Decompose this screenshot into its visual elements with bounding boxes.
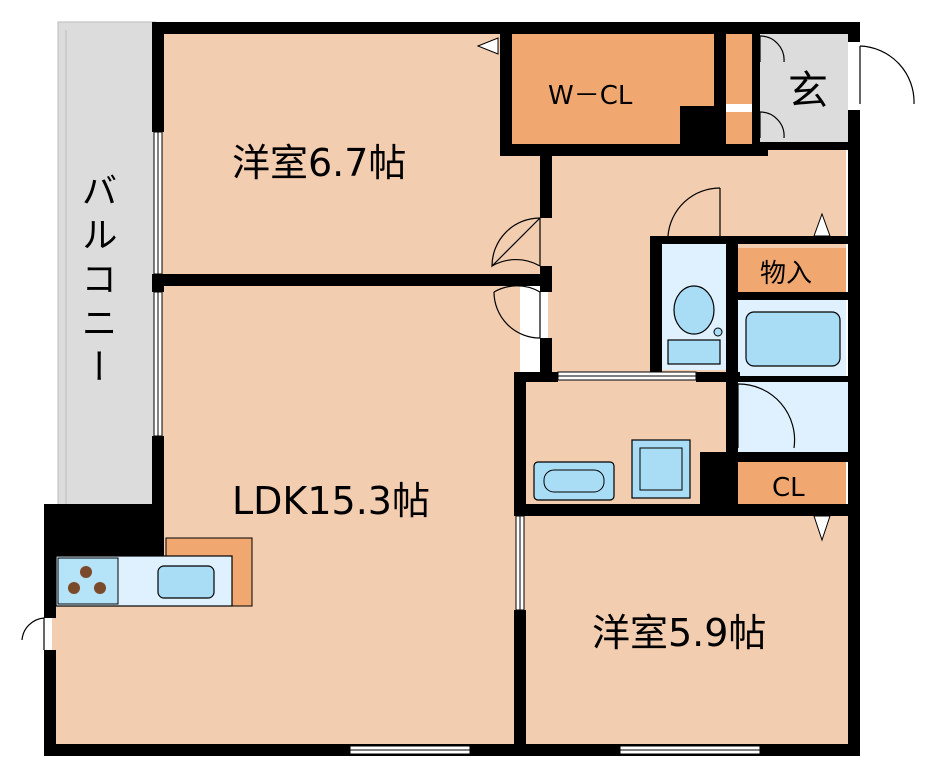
bottom-windows [349, 745, 761, 755]
closet-label: CL [772, 473, 805, 503]
stove [57, 557, 119, 605]
toilet-tank [667, 339, 721, 365]
washroom-sliding-door [557, 371, 697, 381]
doors [21, 35, 915, 650]
western-room-1-floor [158, 30, 548, 280]
balcony-windows [153, 131, 163, 437]
walk-in-closet-label: W－CL [548, 81, 633, 111]
balcony [57, 21, 157, 513]
storage-label: 物入 [760, 259, 812, 289]
ldk-floor [158, 280, 520, 750]
kitchen-sink [157, 565, 215, 599]
western-room-1-label: 洋室6.7帖 [232, 141, 406, 185]
entrance [758, 30, 848, 146]
wash-area [730, 376, 848, 452]
entrance-label: 玄 [788, 68, 828, 114]
balcony-label: バルコニー [76, 172, 117, 392]
storage [738, 248, 846, 292]
walls [44, 22, 860, 756]
bathtub [745, 311, 841, 367]
ldk-label: LDK15.3帖 [232, 479, 430, 523]
door-markers [476, 37, 831, 542]
walk-in-closet [508, 34, 714, 144]
shoe-storage [724, 34, 752, 104]
closet [738, 462, 846, 504]
western-room-2-label: 洋室5.9帖 [592, 611, 766, 655]
toilet-bowl [673, 285, 715, 335]
burner-icon [80, 566, 92, 578]
sliding-door-room2 [515, 515, 525, 611]
western-room-2-floor [520, 508, 850, 750]
